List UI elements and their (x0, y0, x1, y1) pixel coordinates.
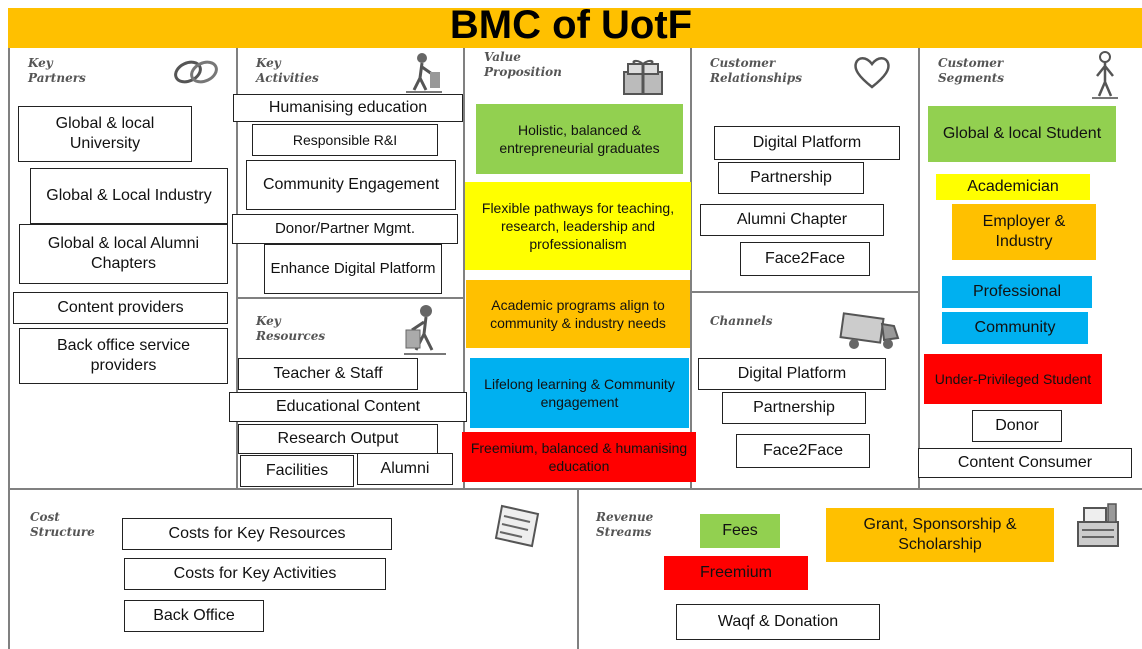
revenue-streams-label: Revenue Streams (596, 510, 654, 539)
revenue-item: Waqf & Donation (676, 604, 880, 640)
customer-segment-item: Professional (942, 276, 1092, 308)
grid-line-value-relationships (690, 48, 692, 489)
customer-relationship-item: Digital Platform (714, 126, 900, 160)
cost-item: Costs for Key Resources (122, 518, 392, 550)
title-bar (8, 8, 1142, 48)
heart-icon (852, 54, 892, 90)
cost-structure-label: Cost Structure (30, 510, 95, 539)
cost-item: Back Office (124, 600, 264, 632)
cost-item: Costs for Key Activities (124, 558, 386, 590)
customer-segment-item: Academician (936, 174, 1090, 200)
grid-line-left-edge (8, 48, 10, 649)
worker-icon (402, 302, 448, 356)
channel-item: Digital Platform (698, 358, 886, 390)
customer-segment-item: Community (942, 312, 1088, 344)
key-partner-item: Global & local University (18, 106, 192, 162)
grid-line-partners-activities (236, 48, 238, 489)
value-proposition-item: Lifelong learning & Community engagement (470, 358, 689, 428)
grid-line-relationships-segments (918, 48, 920, 489)
grid-line-activities-value (463, 48, 465, 489)
gift-icon (620, 58, 668, 98)
key-partner-item: Back office service providers (19, 328, 228, 384)
key-activity-item: Responsible R&I (252, 124, 438, 156)
truck-icon (838, 308, 902, 352)
canvas-title: BMC of UotF (449, 3, 693, 47)
key-resource-item: Research Output (238, 424, 438, 454)
customer-relationship-item: Partnership (718, 162, 864, 194)
receipt-icon (492, 500, 548, 550)
grid-line-cost-revenue (577, 489, 579, 649)
value-proposition-item: Freemium, balanced & humanising educatio… (462, 432, 696, 482)
person-icon (1090, 50, 1120, 100)
value-proposition-item: Flexible pathways for teaching, research… (465, 182, 691, 270)
grid-line-relationships-channels (690, 291, 919, 293)
customer-relationships-label: Customer Relationships (710, 56, 802, 85)
customer-segment-item: Under-Privileged Student (924, 354, 1102, 404)
key-resources-label: Key Resources (256, 314, 326, 343)
key-resource-item: Educational Content (229, 392, 467, 422)
grid-line-middle (8, 488, 1142, 490)
key-resource-item: Alumni (357, 453, 453, 485)
customer-segments-label: Customer Segments (938, 56, 1005, 85)
grid-line-activities-resources (236, 297, 464, 299)
channel-item: Face2Face (736, 434, 870, 468)
cash-register-icon (1072, 500, 1126, 552)
revenue-item: Grant, Sponsorship & Scholarship (826, 508, 1054, 562)
key-resource-item: Facilities (240, 455, 354, 487)
customer-segment-item: Global & local Student (928, 106, 1116, 162)
chain-links-icon (172, 54, 220, 90)
customer-segment-item: Donor (972, 410, 1062, 442)
key-partners-label: Key Partners (28, 56, 86, 85)
customer-relationship-item: Alumni Chapter (700, 204, 884, 236)
channel-item: Partnership (722, 392, 866, 424)
worker-icon (404, 50, 444, 94)
value-proposition-item: Holistic, balanced & entrepreneurial gra… (476, 104, 683, 174)
value-proposition-label: Value Proposition (484, 50, 562, 79)
channels-label: Channels (710, 314, 773, 328)
key-activity-item: Enhance Digital Platform (264, 244, 442, 294)
key-partner-item: Global & local Alumni Chapters (19, 224, 228, 284)
key-activity-item: Donor/Partner Mgmt. (232, 214, 458, 244)
key-partner-item: Content providers (13, 292, 228, 324)
revenue-item: Freemium (664, 556, 808, 590)
customer-segment-item: Content Consumer (918, 448, 1132, 478)
revenue-item: Fees (700, 514, 780, 548)
key-partner-item: Global & Local Industry (30, 168, 228, 224)
key-resource-item: Teacher & Staff (238, 358, 418, 390)
customer-relationship-item: Face2Face (740, 242, 870, 276)
key-activities-label: Key Activities (256, 56, 319, 85)
customer-segment-item: Employer & Industry (952, 204, 1096, 260)
value-proposition-item: Academic programs align to community & i… (466, 280, 690, 348)
key-activity-item: Humanising education (233, 94, 463, 122)
key-activity-item: Community Engagement (246, 160, 456, 210)
